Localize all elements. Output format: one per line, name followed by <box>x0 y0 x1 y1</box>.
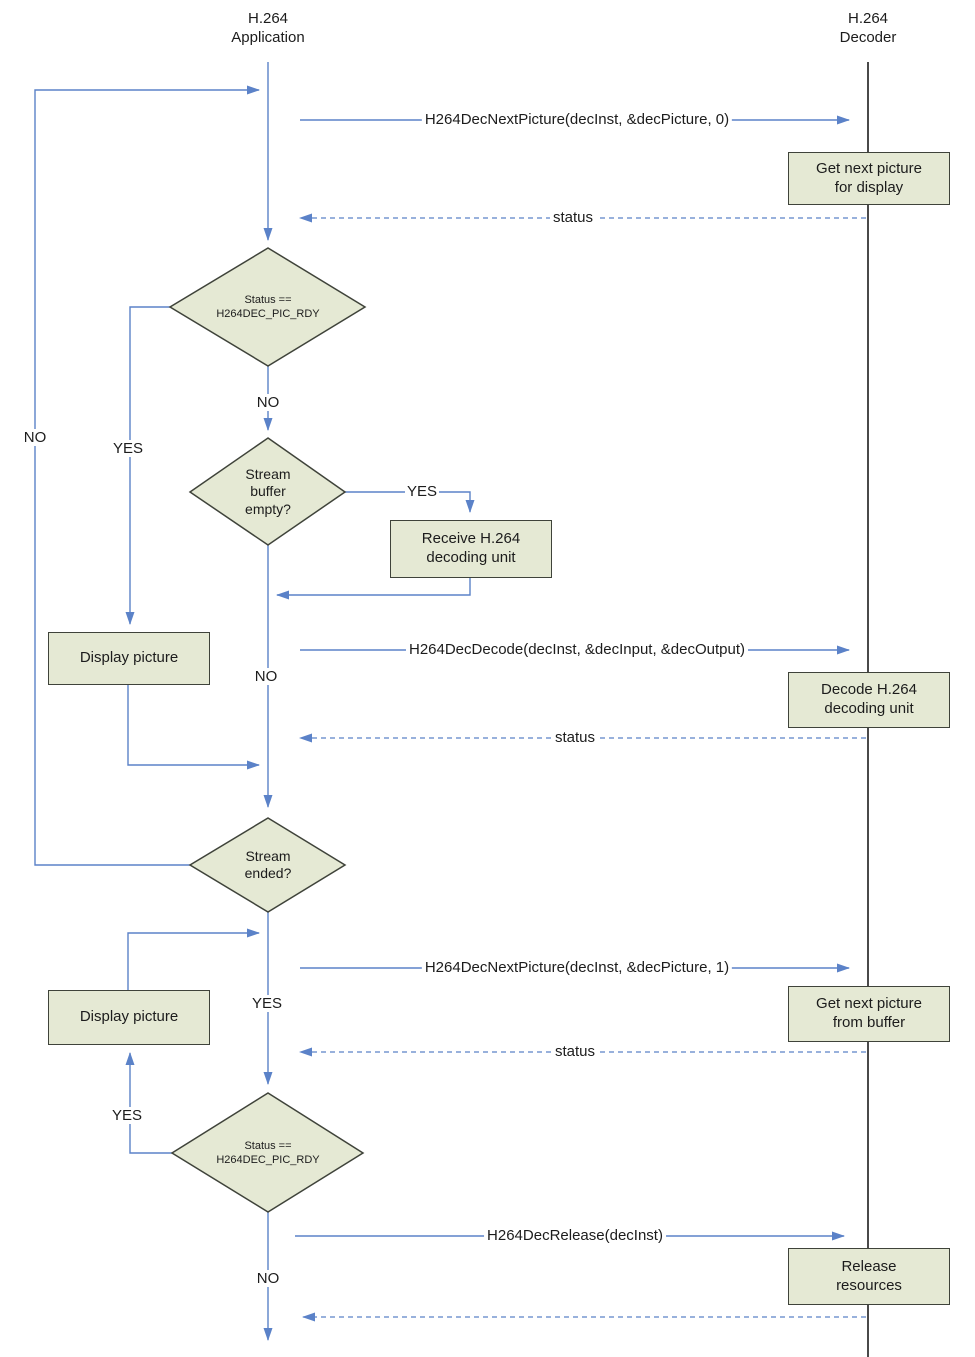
branch-yes-pic-rdy-2: YES <box>109 1107 145 1124</box>
decision-label-stream-buffer-empty: Stream buffer empty? <box>245 465 291 517</box>
message-status-1: status <box>549 209 597 227</box>
decision-stream-buffer-empty <box>188 437 347 546</box>
process-decode-decoding-unit: Decode H.264 decoding unit <box>788 672 950 728</box>
branch-no-buffer-empty: NO <box>252 668 280 685</box>
branch-yes-buffer-empty: YES <box>404 483 440 500</box>
message-next-picture-1: H264DecNextPicture(decInst, &decPicture,… <box>421 959 733 977</box>
process-release-resources: Release resources <box>788 1248 950 1305</box>
message-decode: H264DecDecode(decInst, &decInput, &decOu… <box>405 641 749 659</box>
status-return-arrows <box>299 213 866 1322</box>
decision-label-status-pic-rdy-1: Status == H264DEC_PIC_RDY <box>216 293 320 320</box>
branch-yes-pic-rdy-1: YES <box>110 440 146 457</box>
decision-stream-ended <box>188 817 347 913</box>
display2-return <box>127 928 260 990</box>
process-get-next-picture-buffer: Get next picture from buffer <box>788 986 950 1042</box>
message-release: H264DecRelease(decInst) <box>484 1227 666 1245</box>
decision-label-stream-ended: Stream ended? <box>244 847 292 882</box>
branch-no-pic-rdy-2: NO <box>254 1270 282 1287</box>
message-status-3: status <box>551 1043 599 1061</box>
actor-label-decoder: H.264 Decoder <box>793 10 943 48</box>
decision-label-status-pic-rdy-2: Status == H264DEC_PIC_RDY <box>216 1139 320 1166</box>
process-receive-decoding-unit: Receive H.264 decoding unit <box>390 520 552 578</box>
decision-status-pic-rdy-2 <box>170 1092 365 1213</box>
branch-yes-to-display2 <box>125 1052 172 1154</box>
process-get-next-picture-display: Get next picture for display <box>788 152 950 205</box>
process-display-picture-1: Display picture <box>48 632 210 685</box>
loop-stream-not-ended <box>34 85 260 866</box>
call-arrows <box>295 115 850 1241</box>
branch-no-pic-rdy-1: NO <box>254 394 282 411</box>
display1-return <box>127 685 260 770</box>
branch-yes-to-display1 <box>125 306 170 625</box>
branch-no-stream-not-ended: NO <box>21 429 49 446</box>
receive-return <box>276 578 471 600</box>
process-display-picture-2: Display picture <box>48 990 210 1045</box>
actor-label-application: H.264 Application <box>193 10 343 48</box>
message-next-picture-0: H264DecNextPicture(decInst, &decPicture,… <box>421 111 733 129</box>
decision-status-pic-rdy-1 <box>168 247 367 367</box>
message-status-2: status <box>551 729 599 747</box>
branch-yes-to-receive <box>345 491 475 513</box>
branch-yes-stream-ended: YES <box>249 995 285 1012</box>
